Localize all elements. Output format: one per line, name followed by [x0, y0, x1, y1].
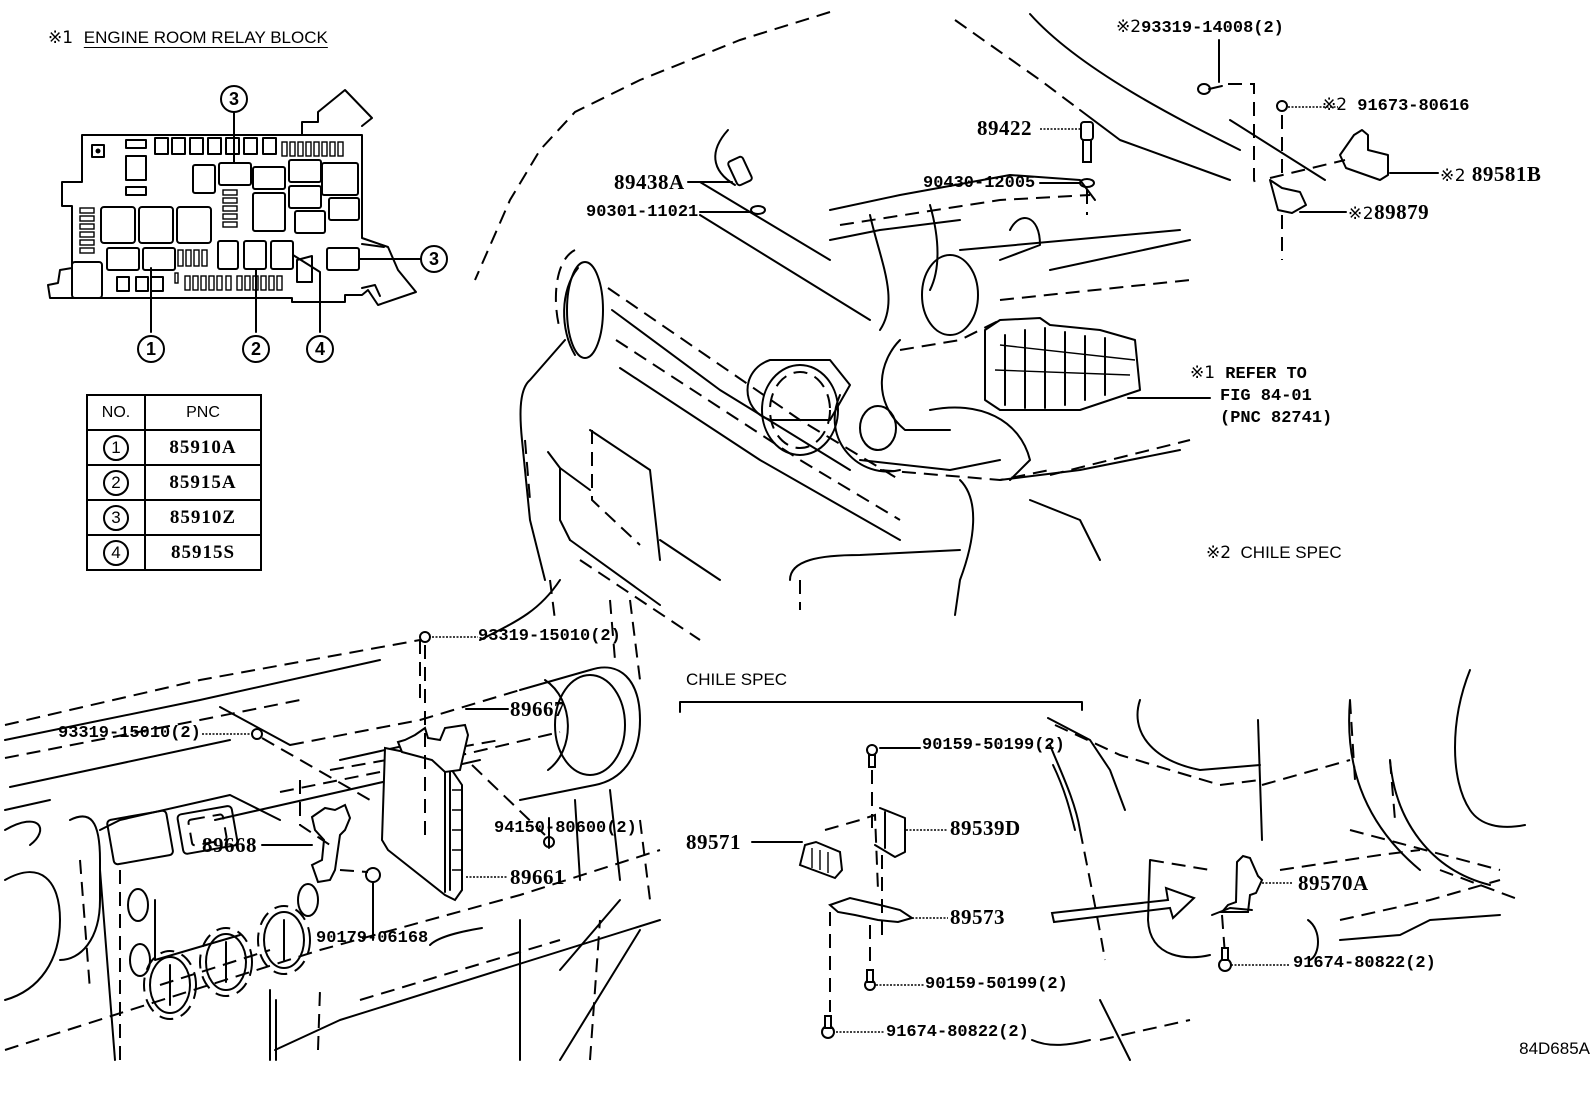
note-mark: ※2	[1116, 17, 1142, 37]
relay-block-drawing	[47, 89, 424, 333]
callout-4: 4	[306, 335, 334, 363]
chile-spec-heading: CHILE SPEC	[686, 670, 788, 689]
label-93319-15010-top: 93319-15010(2)	[478, 627, 621, 646]
table-row: 2 85915A	[86, 464, 262, 501]
table-row: 4 85915S	[86, 534, 262, 571]
label-89661: 89661	[510, 865, 565, 889]
callout-2: 2	[242, 335, 270, 363]
label-91674-80822-box: 91674-80822(2)	[886, 1023, 1029, 1042]
sensor-89570A	[1211, 854, 1264, 916]
label-89667: 89667	[510, 697, 565, 721]
row-no: 2	[103, 469, 129, 496]
illustration-code: 84D685A	[1519, 1039, 1590, 1058]
label-90301-11021: 90301-11021	[586, 203, 699, 222]
row-no: 3	[103, 504, 129, 531]
label-89573: 89573	[950, 905, 1005, 929]
label-90159-50199-bottom: 90159-50199(2)	[925, 975, 1068, 994]
note-chile-spec: ※2 CHILE SPEC	[1206, 544, 1342, 562]
pnc-table: NO. PNC 1 85910A 2 85915A 3 85910Z 4 859…	[86, 394, 262, 571]
part-number: 93319-14008(2)	[1141, 19, 1284, 38]
label-89571: 89571	[686, 830, 741, 854]
header-pnc: PNC	[144, 394, 262, 431]
note-mark: ※2	[1322, 95, 1348, 115]
engine-bay-relay-block	[984, 317, 1211, 411]
row-no-cell: 4	[86, 534, 146, 571]
row-pnc: 85910Z	[144, 499, 262, 536]
callout-3-top: 3	[220, 85, 248, 113]
label-91673-80616: ※2 91673-80616	[1322, 95, 1470, 116]
relay-block-title: ※1 ENGINE ROOM RELAY BLOCK	[48, 28, 328, 48]
callout-3-right: 3	[420, 245, 448, 273]
label-90179-06168: 90179-06168	[316, 929, 429, 948]
sensor-89422	[1080, 121, 1094, 163]
fuse-row-top	[154, 137, 344, 157]
gasket-90301-11021	[750, 205, 766, 215]
label-90430-12005: 90430-12005	[923, 174, 1036, 193]
sensor-89438A	[727, 155, 753, 187]
relay-block-title-text: ENGINE ROOM RELAY BLOCK	[83, 28, 328, 47]
dashboard-drawing	[4, 579, 661, 1061]
note-mark: ※1	[1190, 363, 1216, 383]
location-arrow	[1050, 886, 1196, 924]
part-number: 89581B	[1471, 162, 1542, 186]
pnc-table-header: NO. PNC	[86, 394, 262, 431]
bolt-93319-15010-top	[419, 631, 431, 643]
refer-text: REFER TO	[1225, 365, 1307, 384]
bracket-89667	[396, 723, 470, 774]
label-89422: 89422	[977, 116, 1032, 140]
wheel-well-drawing	[1050, 669, 1526, 1061]
hvac-knobs	[143, 905, 311, 1020]
part-number: 89879	[1374, 200, 1430, 224]
chile-spec-top-parts	[1197, 39, 1439, 260]
note-mark: ※2	[1206, 543, 1232, 563]
label-89581B: ※2 89581B	[1440, 164, 1541, 185]
bracket-89668	[310, 803, 352, 884]
part-number: 91673-80616	[1357, 97, 1470, 116]
note-mark: ※2	[1348, 204, 1375, 224]
label-94150-80600: 94150-80600(2)	[494, 819, 637, 838]
label-89879: ※289879	[1348, 202, 1429, 223]
note-text: CHILE SPEC	[1240, 543, 1342, 562]
note-mark: ※1	[48, 28, 74, 48]
label-refer-to: ※1 REFER TO FIG 84-01 (PNC 82741)	[1190, 362, 1332, 430]
row-no-cell: 1	[86, 429, 146, 466]
label-89570A: 89570A	[1298, 871, 1369, 895]
bolt-93319-15010-left	[251, 728, 263, 740]
chile-spec-box	[679, 701, 1126, 1046]
row-pnc: 85910A	[144, 429, 262, 466]
label-91674-80822: 91674-80822(2)	[1293, 954, 1436, 973]
row-no-cell: 2	[86, 464, 146, 501]
label-89438A: 89438A	[614, 170, 685, 194]
row-pnc: 85915S	[144, 534, 262, 571]
header-no: NO.	[86, 394, 146, 431]
row-no: 4	[103, 539, 129, 566]
row-no: 1	[103, 434, 129, 461]
refer-line-3: (PNC 82741)	[1220, 409, 1333, 428]
refer-line-1: ※1 REFER TO	[1190, 362, 1332, 386]
callout-1: 1	[137, 335, 165, 363]
label-89539D: 89539D	[950, 816, 1021, 840]
label-90159-50199-top: 90159-50199(2)	[922, 736, 1065, 755]
label-93319-14008: ※293319-14008(2)	[1116, 17, 1284, 38]
vehicle-front-drawing	[474, 11, 1326, 641]
row-no-cell: 3	[86, 499, 146, 536]
row-pnc: 85915A	[144, 464, 262, 501]
table-row: 3 85910Z	[86, 499, 262, 536]
clip-90179-06168	[365, 867, 381, 883]
note-mark: ※2	[1440, 166, 1467, 186]
table-row: 1 85910A	[86, 429, 262, 466]
label-89668: 89668	[202, 833, 257, 857]
ecu-89661	[380, 746, 463, 902]
label-93319-15010-left: 93319-15010(2)	[58, 724, 201, 743]
refer-line-2: FIG 84-01	[1220, 387, 1312, 406]
